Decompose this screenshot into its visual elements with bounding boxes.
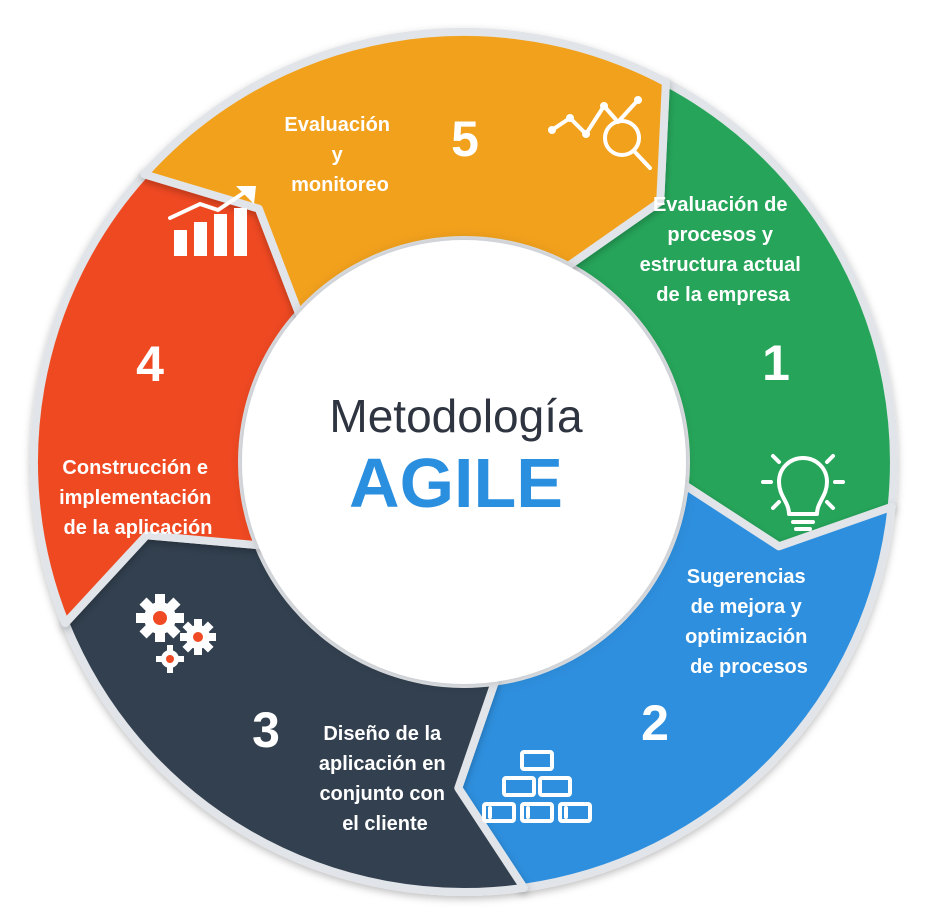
- growth-chart-icon: [168, 186, 256, 256]
- segment-1-label: Evaluación de procesos y estructura actu…: [640, 194, 807, 306]
- blocks-icon: [482, 750, 592, 823]
- segment-5-label: Evaluación y monitoreo: [284, 114, 395, 196]
- segment-3-number: 3: [252, 702, 280, 758]
- segment-1-number: 1: [762, 335, 790, 391]
- segment-1-content: Evaluación de procesos y estructura actu…: [548, 96, 807, 391]
- segment-5-content: Evaluación y monitoreo 5: [168, 111, 479, 256]
- center-title: Metodología: [329, 390, 583, 442]
- chart-search-icon: [548, 96, 652, 170]
- segment-4-number: 4: [136, 336, 164, 392]
- segment-5-number: 5: [451, 111, 479, 167]
- segment-3-content: 3 Diseño de la aplicación en conjunto co…: [252, 702, 592, 835]
- segment-2-label: Sugerencias de mejora y optimización de …: [685, 566, 813, 678]
- segment-4-label: Construcción e implementación de la apli…: [59, 457, 217, 539]
- segment-3-label: Diseño de la aplicación en conjunto con …: [319, 723, 451, 835]
- segment-2-content: Sugerencias de mejora y optimización de …: [641, 454, 845, 751]
- center-title-agile: AGILE: [349, 444, 563, 522]
- lightbulb-icon: [761, 454, 845, 531]
- center-circle: [242, 240, 686, 684]
- segment-2-number: 2: [641, 695, 669, 751]
